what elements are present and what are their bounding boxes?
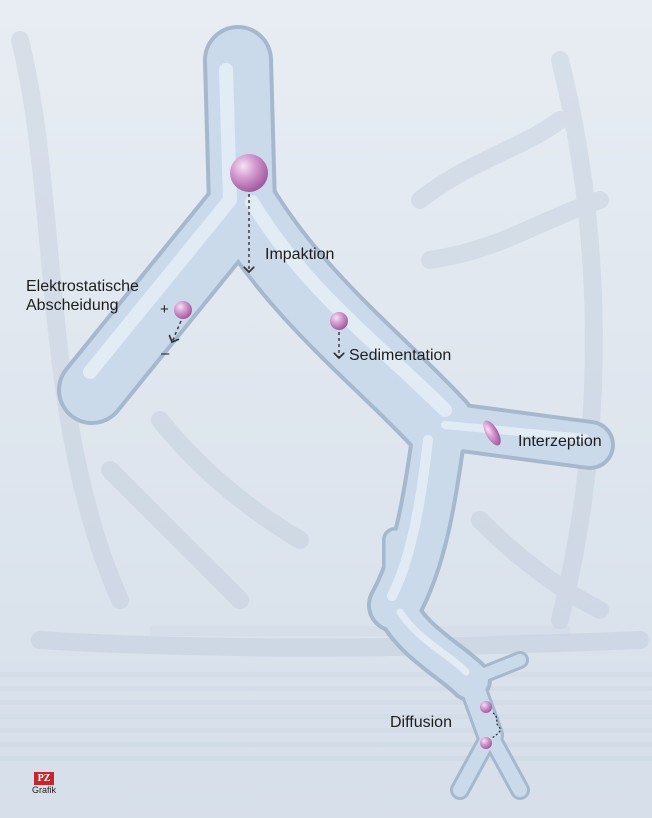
minus-charge-sign: – <box>161 346 169 361</box>
label-elektrostatische-abscheidung: Elektrostatische Abscheidung <box>26 277 139 315</box>
impaktion-particle <box>230 154 268 192</box>
elektrostatische-particle <box>174 301 192 319</box>
logo-subtitle: Grafik <box>27 785 61 796</box>
label-impaktion: Impaktion <box>265 245 334 264</box>
pz-grafik-logo: PZ Grafik <box>27 772 61 796</box>
label-diffusion: Diffusion <box>390 713 452 732</box>
diffusion-particle-bottom <box>480 737 492 749</box>
label-sedimentation: Sedimentation <box>349 346 451 365</box>
pz-logo-mark: PZ <box>34 772 54 785</box>
label-interzeption: Interzeption <box>518 432 602 451</box>
sedimentation-particle <box>330 312 348 330</box>
diffusion-particle-top <box>480 701 492 713</box>
plus-charge-sign: + <box>160 302 169 317</box>
